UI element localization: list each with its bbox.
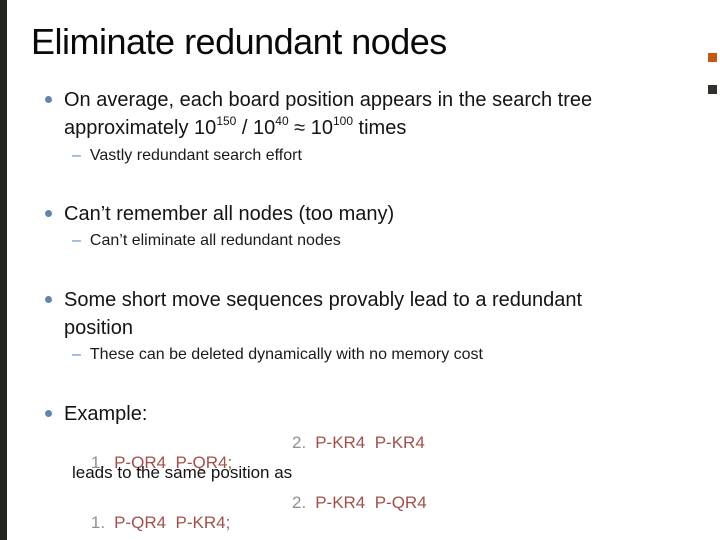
bullet-line: On average, each board position appears … — [64, 89, 593, 111]
bullet-text: On average, each board position appears … — [64, 86, 592, 142]
bullet-text: Example: — [64, 400, 147, 428]
sub-bullet-label: These can be deleted dynamically with no… — [89, 346, 483, 363]
example-row-2: 1. P-QR4 P-KR4; 2. P-KR4 P-QR4 — [72, 493, 427, 540]
move-number: 1. — [90, 453, 106, 472]
superscript-exponent: 150 — [216, 114, 237, 129]
move-number: 1. — [90, 513, 106, 532]
bullet-icon — [45, 210, 52, 217]
move-sequence: P-KR4 P-KR4 — [315, 433, 425, 452]
sub-bullet-1: – Vastly redundant search effort — [72, 146, 302, 166]
move-sequence: P-QR4 P-QR4; — [114, 453, 233, 472]
left-accent-bar — [0, 0, 7, 540]
bullet-line: position — [64, 317, 133, 339]
bullet-icon — [45, 410, 52, 417]
bullet-icon — [45, 296, 52, 303]
dash-icon: – — [72, 232, 81, 249]
example-connector-line: leads to the same position as — [72, 463, 293, 482]
text-segment: / 10 — [236, 117, 276, 139]
slide-title: Eliminate redundant nodes — [31, 21, 447, 62]
bullet-text: Can’t remember all nodes (too many) — [64, 200, 394, 228]
bullet-line: Can’t remember all nodes (too many) — [64, 203, 395, 225]
bullet-item-4: Example: — [45, 400, 685, 428]
bullet-line: Some short move sequences provably lead … — [64, 289, 583, 311]
move-number: 2. — [292, 433, 307, 452]
example-row-1: 1. P-QR4 P-QR4; 2. P-KR4 P-KR4 — [72, 433, 425, 513]
dash-icon: – — [72, 147, 81, 164]
accent-square-dark — [708, 85, 717, 94]
bullet-line-superscripts: approximately 10150 / 1040 ≈ 10100 times — [64, 114, 592, 142]
bullet-item-3: Some short move sequences provably lead … — [45, 286, 685, 342]
bullet-icon — [45, 96, 52, 103]
sub-bullet-2: – Can’t eliminate all redundant nodes — [72, 231, 341, 251]
text-segment: approximately 10 — [64, 117, 217, 139]
sub-bullet-label: Can’t eliminate all redundant nodes — [89, 232, 341, 249]
sub-bullet-label: Vastly redundant search effort — [89, 147, 302, 164]
move-pair-2: 2. P-KR4 P-QR4 — [292, 493, 427, 513]
text-segment: ≈ 10 — [288, 117, 333, 139]
text-segment: times — [353, 117, 407, 139]
bullet-text: Some short move sequences provably lead … — [64, 286, 582, 342]
move-sequence: P-KR4 P-QR4 — [315, 493, 427, 512]
move-sequence: P-QR4 P-KR4; — [114, 513, 231, 532]
move-number: 2. — [292, 493, 307, 512]
bullet-item-2: Can’t remember all nodes (too many) — [45, 200, 685, 228]
superscript-exponent: 100 — [332, 114, 353, 129]
superscript-exponent: 40 — [275, 114, 289, 129]
move-pair-2: 2. P-KR4 P-KR4 — [292, 433, 425, 453]
bullet-item-1: On average, each board position appears … — [45, 86, 685, 142]
bullet-line: Example: — [64, 403, 148, 425]
accent-square-orange — [708, 53, 717, 62]
dash-icon: – — [72, 346, 81, 363]
sub-bullet-3: – These can be deleted dynamically with … — [72, 345, 483, 365]
